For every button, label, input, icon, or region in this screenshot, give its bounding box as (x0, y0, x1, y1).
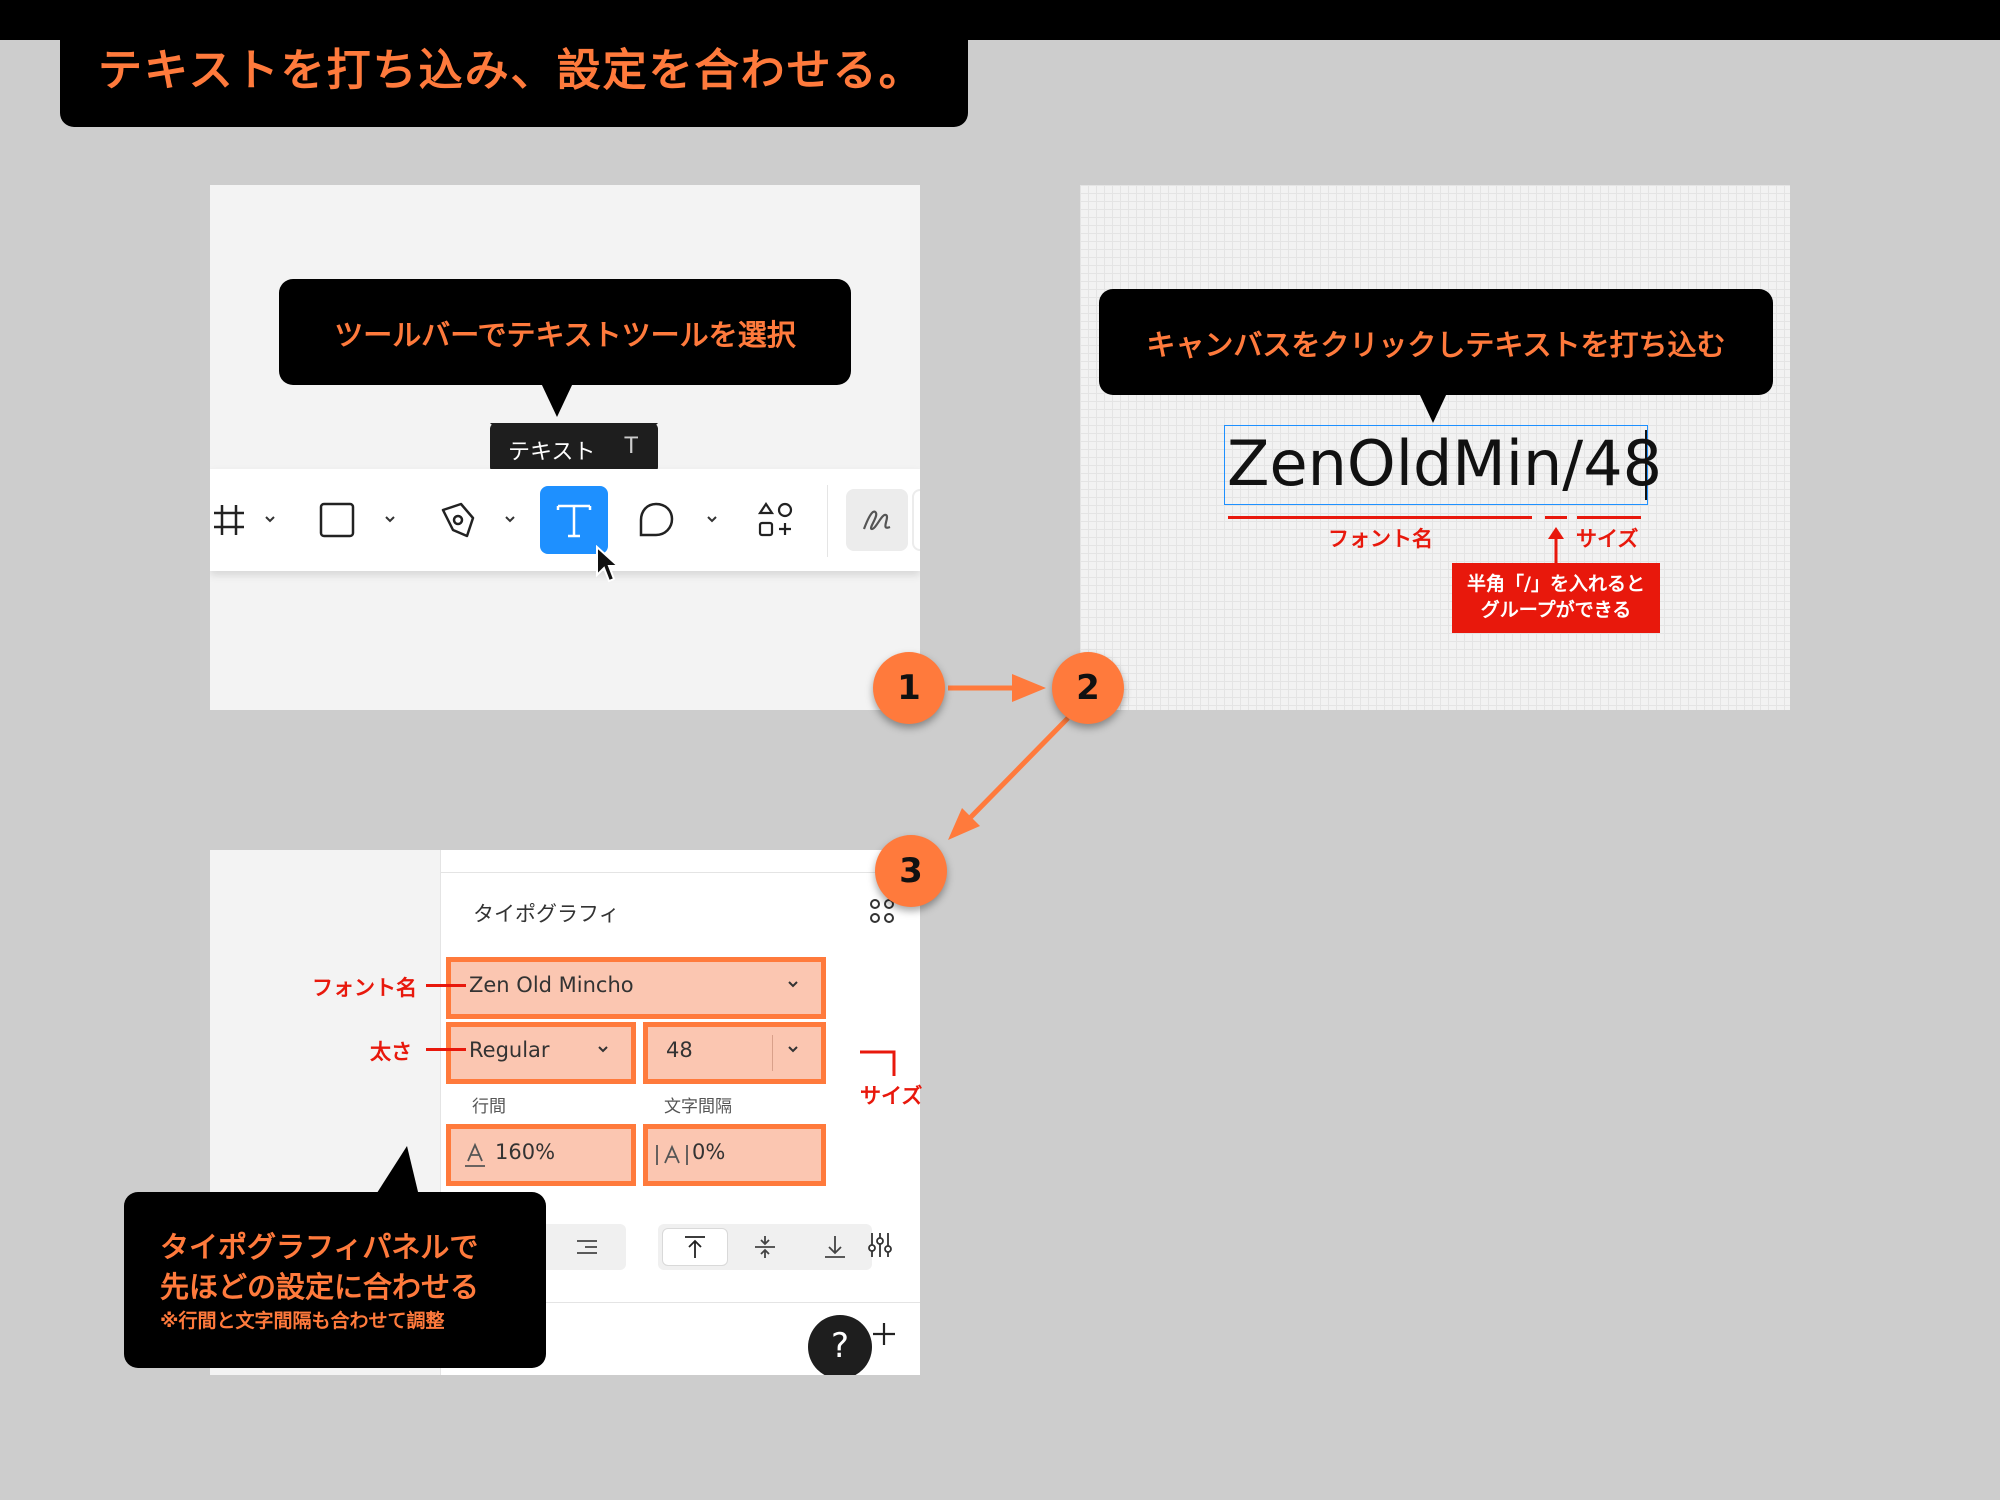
chevron-down-icon (788, 981, 798, 988)
step-badge-1: 1 (873, 652, 945, 724)
slash-group-note: 半角「/」を入れると グループができる (1452, 563, 1660, 633)
letter-spacing-icon (656, 1144, 688, 1165)
callout-text: ツールバーでテキストツールを選択 (334, 318, 796, 352)
font-size-input[interactable]: 48 (643, 1022, 826, 1084)
text-tool-tooltip: テキスト T (490, 423, 658, 473)
callout-line-2: 先ほどの設定に合わせる (160, 1270, 480, 1304)
rectangle-chevron-down-icon[interactable] (380, 509, 400, 529)
letter-spacing-label: 文字間隔 (664, 1097, 732, 1117)
letter-spacing-input[interactable]: 0% (643, 1124, 826, 1186)
text-caret (1645, 430, 1647, 500)
callout-tail (541, 383, 573, 417)
callout-select-text-tool: ツールバーでテキストツールを選択 (279, 279, 851, 417)
note-line-1: 半角「/」を入れると (1467, 573, 1645, 595)
canvas-screenshot-panel: キャンバスをクリックしテキストを打ち込む ZenOldMin/48 フォント名 … (1080, 185, 1790, 710)
tooltip-tail (490, 423, 658, 433)
side-label-size: サイズ (860, 1084, 923, 1108)
chevron-down-icon (598, 1046, 608, 1053)
frame-tool[interactable] (210, 489, 260, 551)
text-icon (556, 504, 592, 538)
size-label: サイズ (1576, 527, 1639, 551)
align-top-button[interactable] (662, 1228, 728, 1266)
font-family-value: Zen Old Mincho (469, 973, 634, 997)
mouse-pointer-icon (596, 545, 621, 583)
pen-icon (441, 502, 475, 538)
vertical-align-group (658, 1224, 872, 1270)
side-label-font: フォント名 (312, 976, 417, 1000)
ellipse-tool[interactable] (625, 489, 687, 551)
callout-text: キャンバスをクリックしテキストを打ち込む (1146, 328, 1726, 362)
help-button[interactable]: ? (808, 1315, 872, 1375)
callout-tail (1419, 393, 1447, 423)
shapes-plus-tool[interactable] (745, 489, 807, 551)
size-underline (1577, 516, 1641, 519)
frame-icon (214, 505, 244, 535)
step-badge-2: 2 (1052, 652, 1124, 724)
letter-spacing-value: 0% (692, 1140, 726, 1164)
align-middle-icon (755, 1236, 775, 1258)
side-label-weight: 太さ (370, 1040, 412, 1064)
line-height-label: 行間 (472, 1097, 506, 1117)
line-height-icon (465, 1142, 485, 1167)
typography-title: タイポグラフィ (473, 902, 620, 926)
size-bracket (860, 1050, 896, 1076)
align-right-button[interactable] (554, 1228, 620, 1266)
canvas-text-layer[interactable]: ZenOldMin/48 (1224, 425, 1662, 505)
callout-match-settings: タイポグラフィパネルで 先ほどの設定に合わせる ※行間と文字間隔も合わせて調整 (124, 1192, 546, 1368)
frame-chevron-down-icon[interactable] (260, 509, 280, 529)
draw-tool[interactable] (846, 489, 908, 551)
pen-chevron-down-icon[interactable] (500, 509, 520, 529)
note-line-2: グループができる (1480, 599, 1632, 621)
callout-note: ※行間と文字間隔も合わせて調整 (160, 1310, 445, 1332)
toolbar-divider (827, 485, 828, 557)
tooltip-shortcut: T (624, 434, 638, 459)
toolbar-screenshot-panel: ツールバーでテキストツールを選択 テキスト T (210, 185, 920, 710)
arrow-up-icon (1548, 527, 1564, 563)
field-separator (772, 1035, 773, 1071)
slash-underline (1545, 516, 1567, 519)
callout-type-text: キャンバスをクリックしテキストを打ち込む (1099, 289, 1773, 423)
font-name-label: フォント名 (1328, 527, 1433, 551)
line-height-input[interactable]: 160% (446, 1124, 636, 1186)
typography-settings-icon[interactable] (865, 1230, 895, 1260)
pen-tool[interactable] (426, 489, 488, 551)
plus-icon[interactable] (870, 1320, 898, 1348)
step-badge-3: 3 (875, 835, 947, 907)
font-size-value: 48 (666, 1038, 693, 1062)
line-height-value: 160% (495, 1140, 556, 1164)
callout-line-1: タイポグラフィパネルで (160, 1230, 479, 1264)
toolbar-overflow-item[interactable] (912, 489, 920, 551)
font-weight-value: Regular (469, 1038, 550, 1062)
font-name-underline (1228, 516, 1532, 519)
title-banner: テキストを打ち込み、設定を合わせる。 (60, 0, 968, 127)
text-tool[interactable] (540, 486, 608, 554)
tooltip-label: テキスト (508, 440, 596, 465)
panel-divider (441, 872, 920, 873)
draw-icon (862, 510, 891, 531)
chevron-down-icon[interactable] (785, 1041, 801, 1057)
font-weight-dropdown[interactable]: Regular (446, 1022, 636, 1084)
rectangle-tool[interactable] (306, 489, 368, 551)
shapes-plus-icon (757, 502, 793, 537)
font-family-dropdown[interactable]: Zen Old Mincho (446, 957, 826, 1019)
align-right-icon (577, 1240, 597, 1254)
page-title: テキストを打ち込み、設定を合わせる。 (98, 45, 925, 96)
canvas-text-value: ZenOldMin/48 (1227, 427, 1663, 500)
side-label-line (426, 1048, 466, 1051)
ellipse-icon (639, 502, 674, 537)
ellipse-chevron-down-icon[interactable] (702, 509, 722, 529)
design-toolbar (210, 469, 920, 571)
callout-tail (375, 1146, 419, 1196)
align-bottom-button[interactable] (802, 1228, 868, 1266)
align-bottom-icon (825, 1236, 845, 1258)
side-label-line (426, 984, 466, 987)
align-top-icon (685, 1236, 705, 1258)
align-middle-button[interactable] (732, 1228, 798, 1266)
panel-divider (441, 1302, 920, 1303)
rectangle-icon (319, 502, 355, 538)
